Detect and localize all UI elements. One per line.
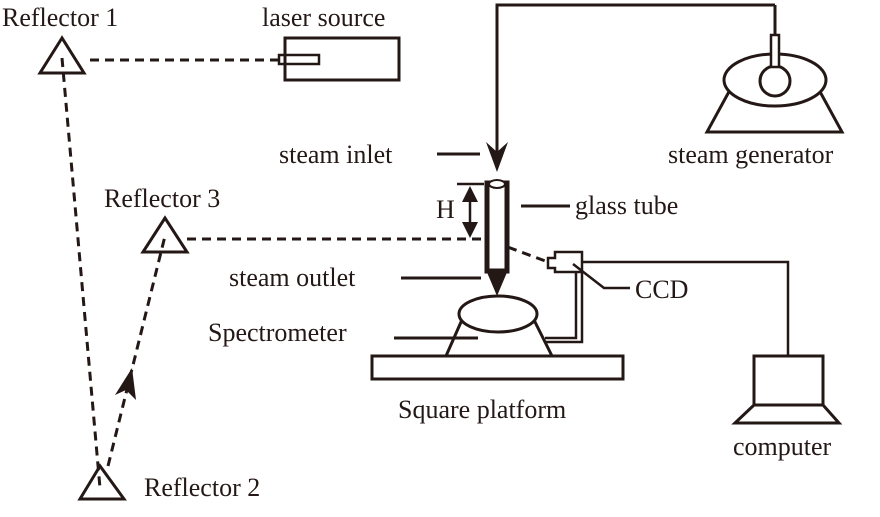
beam-tube-to-ccd — [493, 240, 549, 264]
reflector-1-label: Reflector 1 — [2, 3, 118, 32]
beam-reflector1-to-reflector2 — [60, 57, 102, 489]
steam-generator-icon — [704, 5, 845, 134]
steam-pipe — [495, 3, 775, 160]
ccd-label: CCD — [635, 275, 688, 304]
square-platform-label: Square platform — [398, 395, 566, 424]
steam-inlet-label: steam inlet — [279, 140, 393, 169]
steam-outlet-label: steam outlet — [229, 263, 356, 292]
ccd-to-computer-cable — [582, 260, 790, 355]
beam-reflector2-to-reflector3 — [106, 235, 167, 467]
spectrometer-icon — [443, 294, 555, 358]
reflector-3-icon — [140, 215, 190, 254]
spectrometer-label: Spectrometer — [208, 318, 347, 347]
laser-source-label: laser source — [262, 3, 385, 32]
ccd-cable-b — [546, 272, 584, 344]
beam-direction-arrow-icon — [115, 368, 136, 400]
glass-tube-icon — [484, 179, 510, 296]
square-platform — [370, 354, 625, 381]
reflector-1-icon — [37, 35, 87, 75]
steam-inlet-arrow-icon — [486, 142, 508, 172]
steam-generator-label: steam generator — [668, 140, 834, 169]
glass-tube-label: glass tube — [575, 191, 678, 220]
laser-source-body — [283, 36, 401, 82]
computer-label: computer — [733, 432, 832, 461]
reflector-3-label: Reflector 3 — [104, 184, 220, 213]
ccd-leader — [572, 263, 630, 290]
height-label: H — [436, 195, 455, 224]
laser-source — [277, 36, 401, 82]
height-marker — [457, 182, 484, 238]
computer-icon — [731, 354, 843, 425]
reflector-2-icon — [77, 463, 127, 501]
reflector-2-label: Reflector 2 — [144, 473, 260, 502]
ccd-cable-a — [545, 272, 578, 340]
ccd-camera-icon — [546, 250, 584, 274]
